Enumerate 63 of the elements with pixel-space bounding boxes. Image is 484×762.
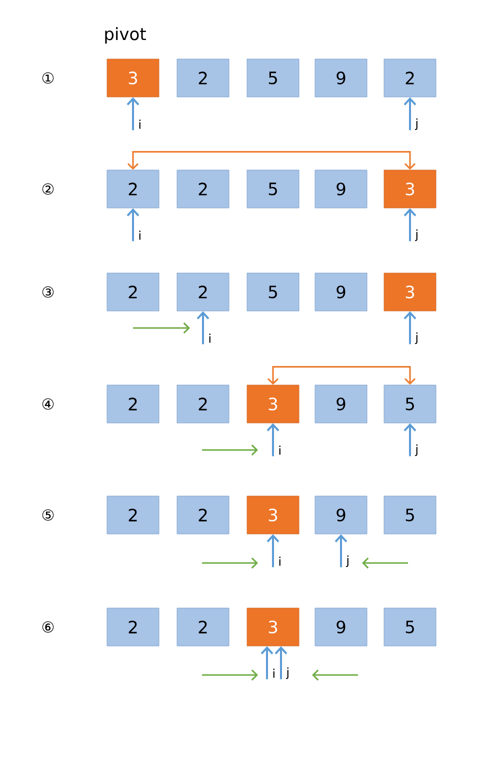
pointer-label: i xyxy=(279,556,280,566)
pointer-arrow xyxy=(404,97,416,130)
pointer-arrow xyxy=(274,646,288,680)
pointer-label: i xyxy=(209,334,210,343)
pointer-label: i xyxy=(273,668,274,678)
step-number: ⑤ xyxy=(42,509,54,521)
step-number: ③ xyxy=(42,286,54,298)
number-box: 5 xyxy=(384,608,436,646)
number-box: 2 xyxy=(176,272,230,312)
pointer-arrow xyxy=(404,311,416,344)
swap-arrow xyxy=(267,366,416,385)
number-box: 2 xyxy=(106,170,160,208)
number-box: 2 xyxy=(176,170,230,208)
number-box: 2 xyxy=(176,58,230,98)
number-box: 2 xyxy=(176,496,230,534)
pointer-label: j xyxy=(286,667,288,680)
pointer-label: j xyxy=(414,229,418,241)
number-box: 5 xyxy=(246,272,300,312)
step-number: ① xyxy=(42,72,54,84)
pointer-label: j xyxy=(414,118,418,130)
pivot-box: 3 xyxy=(246,384,300,424)
number-box: 2 xyxy=(106,608,160,646)
number-box: 2 xyxy=(176,384,230,424)
number-box: 9 xyxy=(314,496,368,534)
pointer-label: i xyxy=(139,120,140,129)
number-box: 2 xyxy=(176,608,230,646)
pointer-arrow xyxy=(260,646,274,680)
number-box: 2 xyxy=(106,496,160,534)
step-number: ④ xyxy=(42,398,54,410)
number-box: 5 xyxy=(246,58,300,98)
pointer-label: i xyxy=(279,446,280,455)
pointer-label: i xyxy=(139,230,140,240)
number-box: 2 xyxy=(106,272,160,312)
pivot-box: 3 xyxy=(106,58,160,98)
pointer-label: j xyxy=(346,555,348,567)
pointer-arrow xyxy=(266,423,280,456)
step-number: ⑥ xyxy=(42,621,54,633)
pointer-arrow xyxy=(334,534,348,568)
pointer-arrow xyxy=(126,208,140,242)
pivot-box: 3 xyxy=(246,496,300,534)
step-number: ② xyxy=(42,183,54,195)
number-box: 9 xyxy=(314,384,368,424)
number-box: 5 xyxy=(384,496,436,534)
number-box: 5 xyxy=(246,170,300,208)
number-box: 2 xyxy=(384,58,436,98)
pointer-arrow xyxy=(266,534,280,568)
number-box: 9 xyxy=(314,170,368,208)
swap-arrow xyxy=(127,151,416,170)
pointer-arrow xyxy=(404,208,416,242)
number-box: 2 xyxy=(106,384,160,424)
pivot-label: pivot xyxy=(105,27,146,44)
pointer-arrow xyxy=(196,311,210,344)
pointer-arrow xyxy=(404,423,416,456)
pivot-box: 3 xyxy=(384,272,436,312)
number-box: 9 xyxy=(314,608,368,646)
pivot-box: 3 xyxy=(246,608,300,646)
number-box: 9 xyxy=(314,272,368,312)
pointer-arrow xyxy=(126,97,140,130)
pointer-label: j xyxy=(414,444,418,456)
number-box: 5 xyxy=(384,384,436,424)
number-box: 9 xyxy=(314,58,368,98)
pivot-box: 3 xyxy=(384,170,436,208)
pointer-label: j xyxy=(414,332,418,344)
